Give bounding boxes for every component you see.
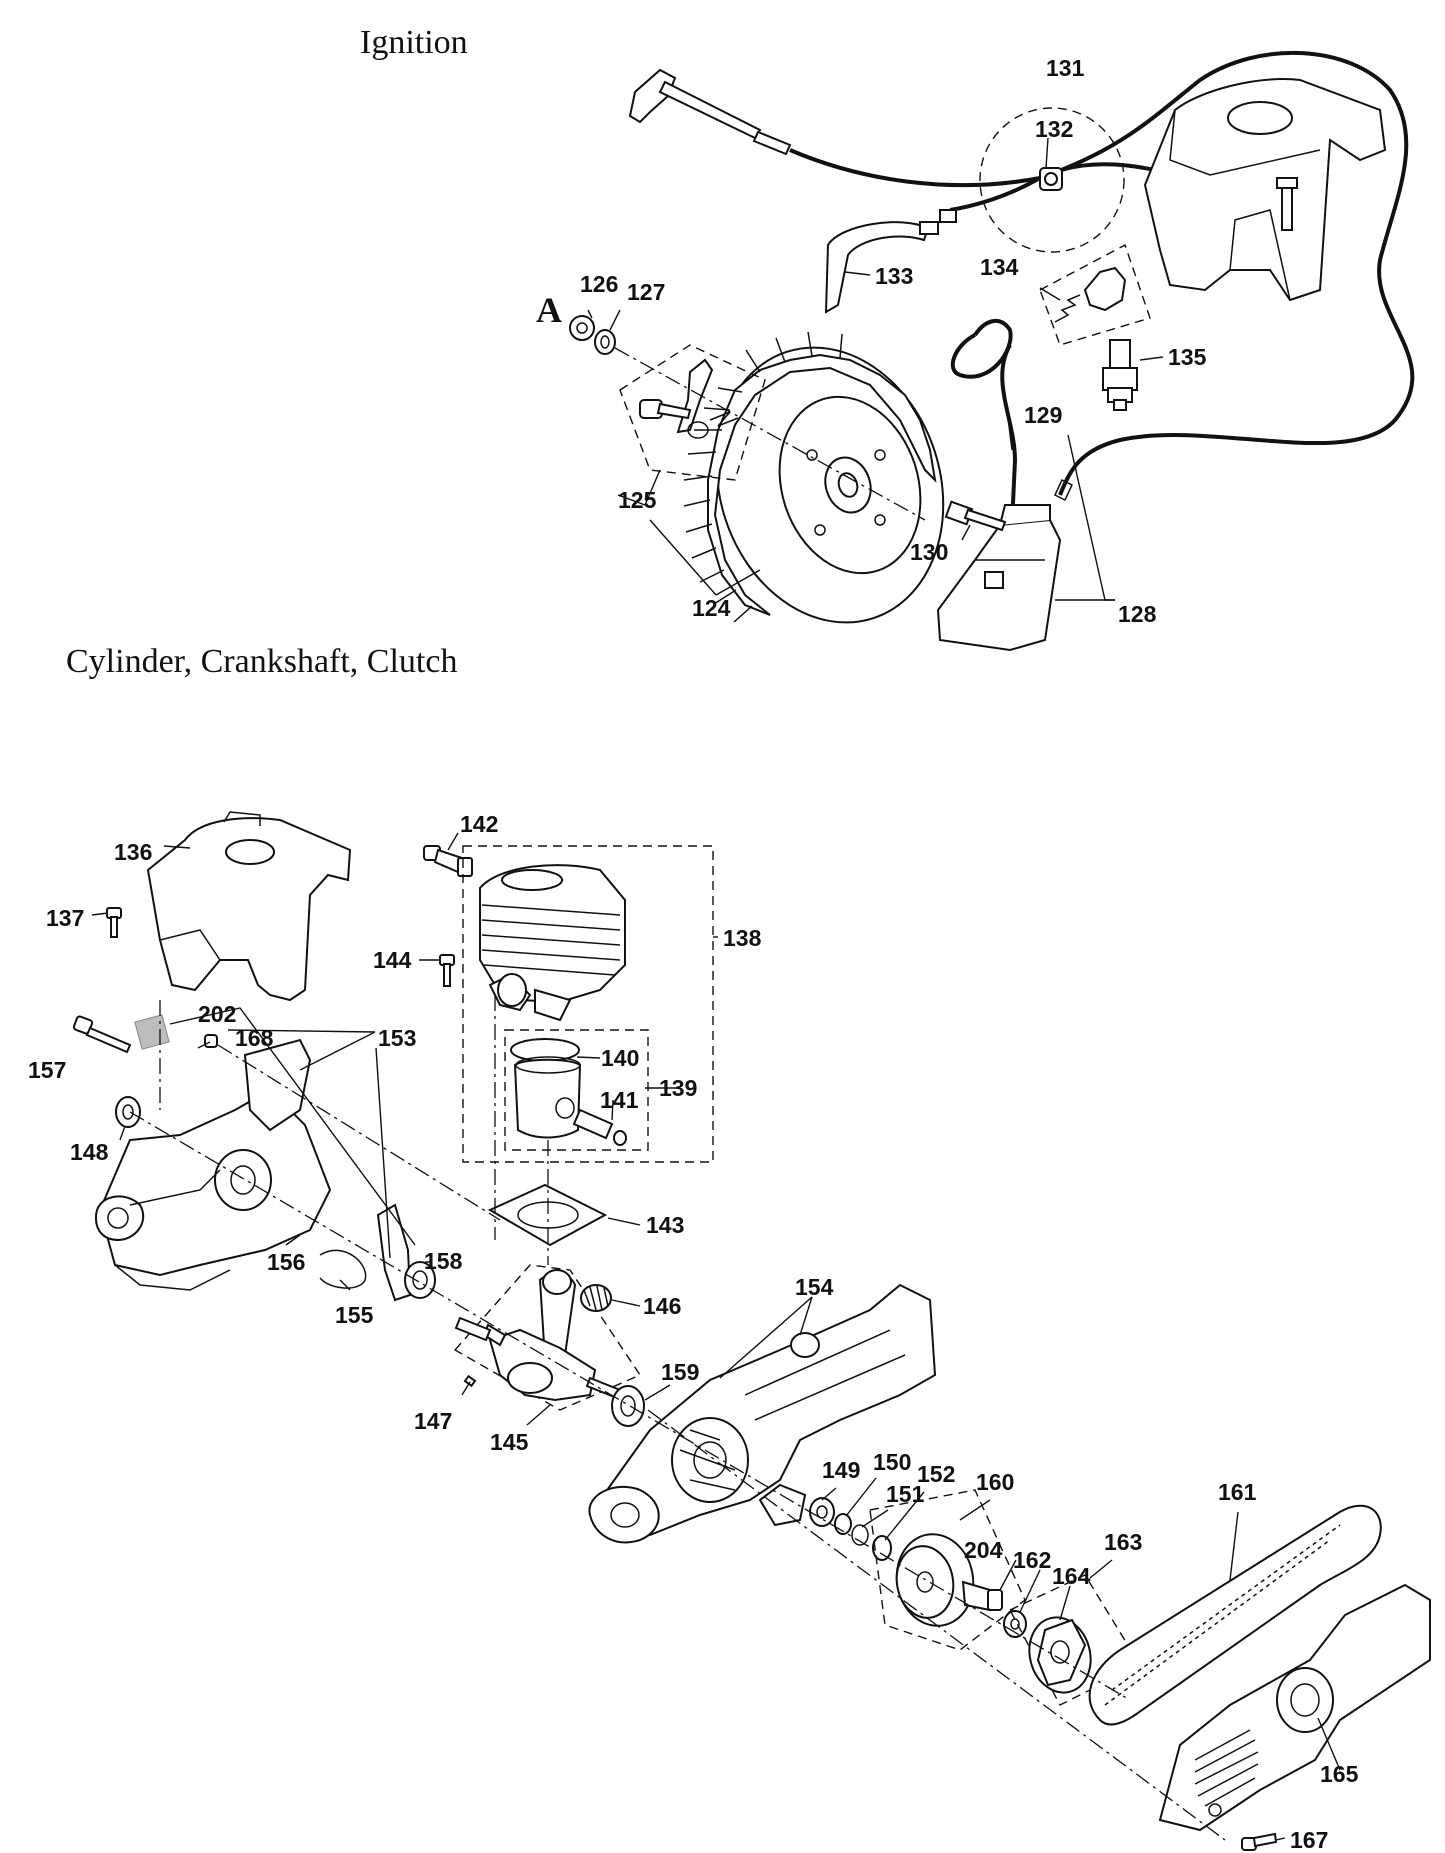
cylinder-screw (439, 954, 455, 987)
callout-126: 126 (580, 271, 618, 297)
woodruff-key (463, 1374, 477, 1388)
callout-124: 124 (692, 595, 731, 621)
callout-140: 140 (601, 1045, 639, 1071)
callout-139: 139 (659, 1075, 697, 1101)
callout-145: 145 (490, 1429, 529, 1455)
wire-bracket (824, 209, 957, 314)
flywheel-axis-line (614, 347, 926, 521)
clutch-drum (895, 1533, 991, 1627)
cylinder-cover (146, 811, 352, 1002)
callout-142: 142 (460, 811, 498, 837)
o-ring-155 (319, 1249, 367, 1289)
marker-a: A (536, 290, 562, 330)
cylinder-cover-ignition (1143, 78, 1387, 302)
callout-129: 129 (1024, 402, 1062, 428)
module-screw (944, 500, 1007, 532)
flywheel-nut-washer (569, 315, 616, 355)
crankcase-screw (72, 1015, 132, 1054)
seal-148 (115, 1096, 141, 1128)
sleeve-168 (204, 1034, 218, 1048)
callout-147: 147 (414, 1408, 452, 1434)
callout-138: 138 (723, 925, 762, 951)
needle-bushing (987, 1589, 1003, 1611)
callout-132: 132 (1035, 116, 1073, 142)
cylinder-kit-frame (462, 845, 714, 1163)
callout-131: 131 (1046, 55, 1085, 81)
cylinder-leaders (91, 832, 1341, 1841)
callout-158: 158 (424, 1248, 463, 1274)
clutch (1028, 1616, 1092, 1694)
callout-160: 160 (976, 1469, 1014, 1495)
piston-kit-frame (504, 1029, 649, 1151)
callout-153: 153 (378, 1025, 416, 1051)
fan-blade-kit (619, 344, 766, 481)
callout-151: 151 (886, 1481, 925, 1507)
crankcase-gasket (376, 1203, 412, 1302)
assembly-axis-lines (129, 995, 1226, 1841)
callout-133: 133 (875, 263, 913, 289)
crankshaft-kit-frame (453, 1264, 642, 1411)
callout-136: 136 (114, 839, 152, 865)
callout-135: 135 (1168, 344, 1207, 370)
callout-164: 164 (1052, 1563, 1091, 1589)
crankshaft (454, 1269, 622, 1402)
flywheel (683, 331, 945, 624)
stop-switch-lever (628, 68, 792, 156)
callout-149: 149 (822, 1457, 860, 1483)
decal-sticker (134, 1014, 170, 1050)
callout-128: 128 (1118, 601, 1157, 627)
callout-167: 167 (1290, 1827, 1328, 1853)
callout-130: 130 (910, 539, 948, 565)
callout-204: 204 (964, 1537, 1003, 1563)
callout-152: 152 (917, 1461, 955, 1487)
piston (513, 1056, 582, 1139)
ht-lead (950, 319, 1018, 526)
callout-163: 163 (1104, 1529, 1142, 1555)
cylinder (479, 864, 626, 1022)
callout-134: 134 (980, 254, 1019, 280)
callout-143: 143 (646, 1212, 684, 1238)
bearing-158 (404, 1261, 436, 1299)
callout-159: 159 (661, 1359, 699, 1385)
clutch-drum-frame (869, 1489, 1026, 1651)
callout-168: 168 (235, 1025, 274, 1051)
callout-141: 141 (600, 1087, 639, 1113)
bearing-159 (611, 1385, 645, 1427)
callout-146: 146 (643, 1293, 681, 1319)
crankcase-right (588, 1283, 937, 1544)
callout-144: 144 (373, 947, 412, 973)
callout-150: 150 (873, 1449, 911, 1475)
decompression-valve (423, 845, 473, 877)
needle-bearing (580, 1284, 612, 1312)
spark-plug (1102, 339, 1138, 411)
callout-127: 127 (627, 279, 665, 305)
drive-belt (1088, 1504, 1382, 1726)
callout-148: 148 (70, 1139, 109, 1165)
callout-125: 125 (618, 487, 657, 513)
callout-137: 137 (46, 905, 84, 931)
ignition-section-title: Ignition (360, 24, 468, 61)
spark-plug-cap (1039, 243, 1151, 346)
callout-161: 161 (1218, 1479, 1257, 1505)
ignition-module (936, 478, 1073, 652)
callout-154: 154 (795, 1274, 834, 1300)
piston-pin (572, 1108, 627, 1146)
callout-165: 165 (1320, 1761, 1359, 1787)
cover-screw (106, 907, 122, 938)
cylinder-section-title: Cylinder, Crankshaft, Clutch (66, 643, 458, 680)
callout-156: 156 (267, 1249, 305, 1275)
guard-screw (1241, 1832, 1278, 1851)
callout-155: 155 (335, 1302, 374, 1328)
cable-grommet (979, 107, 1125, 253)
ignition-leaders (587, 137, 1164, 601)
callout-157: 157 (28, 1057, 66, 1083)
belt-guard (1158, 1583, 1431, 1832)
clutch-side-bearings (809, 1497, 892, 1561)
callout-162: 162 (1013, 1547, 1051, 1573)
crankcase-left (94, 1038, 332, 1291)
callout-202: 202 (198, 1001, 236, 1027)
